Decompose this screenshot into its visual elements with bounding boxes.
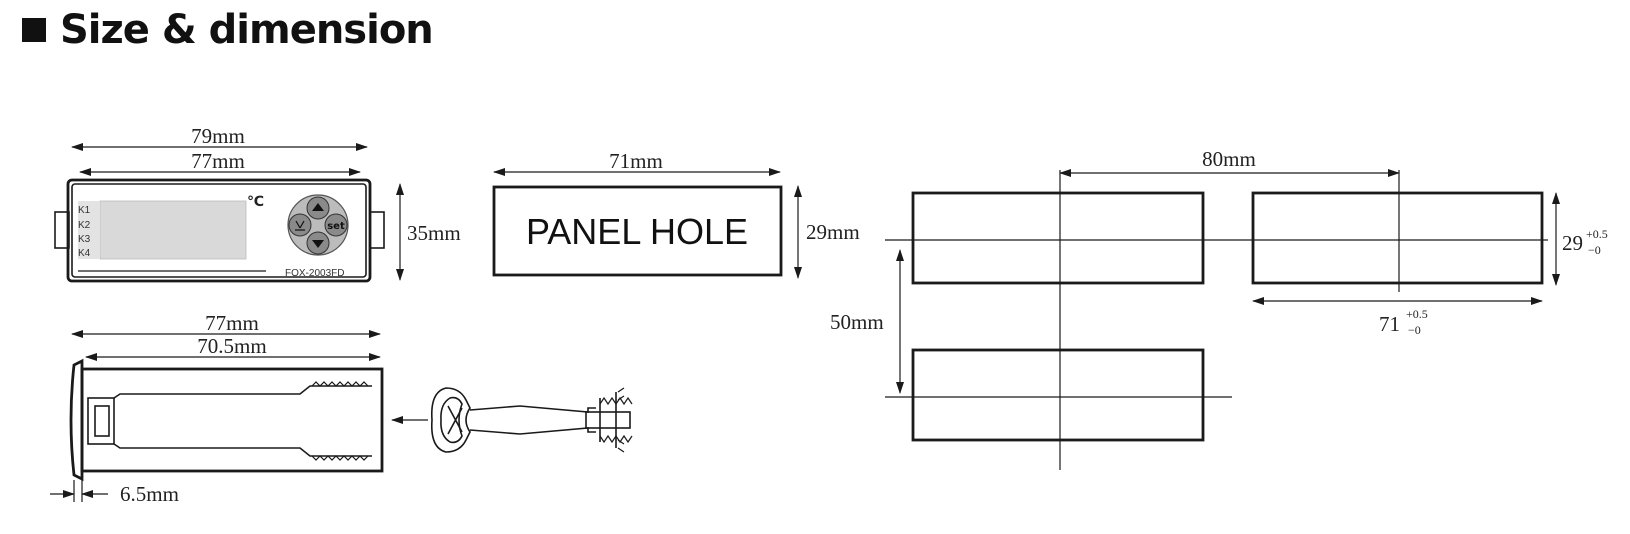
dim-label-35mm: 35mm bbox=[407, 221, 461, 245]
teeth-bottom bbox=[311, 455, 369, 461]
title-text: Size & dimension bbox=[60, 7, 434, 53]
panel-layout-view: 80mm 50mm 29 +0.5 −0 71 +0.5 −0 bbox=[830, 147, 1608, 470]
down-arrow-icon bbox=[312, 240, 324, 248]
title-bullet-square bbox=[22, 18, 46, 42]
bracket-arm-bottom bbox=[469, 427, 596, 435]
clip-slot-inner bbox=[94, 405, 110, 437]
lcd-display bbox=[99, 200, 247, 260]
layout-hole-top-right bbox=[1251, 191, 1544, 285]
dim-tol-71-minus: −0 bbox=[1408, 323, 1421, 337]
relay-indicator-panel bbox=[78, 201, 100, 259]
dim-tol-29-minus: −0 bbox=[1588, 243, 1601, 257]
bracket-arm-top bbox=[469, 405, 596, 413]
layout-hole-top-left bbox=[911, 191, 1205, 285]
dim-label-6-5mm: 6.5mm bbox=[120, 482, 179, 506]
set-button[interactable] bbox=[324, 213, 348, 237]
bracket-head-inner bbox=[440, 396, 463, 444]
bracket-teeth-bottom bbox=[599, 434, 633, 444]
dim-label-70-5mm: 70.5mm bbox=[197, 334, 266, 358]
button-cluster bbox=[287, 194, 349, 256]
bracket-head-outer bbox=[430, 387, 471, 453]
bracket-hatch bbox=[617, 387, 625, 453]
defrost-icon bbox=[295, 220, 305, 231]
dim-label-77mm-side: 77mm bbox=[205, 311, 259, 335]
dim-label-77mm-front: 77mm bbox=[191, 149, 245, 173]
side-body bbox=[80, 367, 384, 473]
layout-hole-bottom-left bbox=[911, 348, 1205, 442]
bracket-teeth-top bbox=[599, 396, 633, 406]
dim-label-29: 29 bbox=[1562, 231, 1583, 255]
rail-bottom bbox=[113, 443, 372, 457]
page-title: Size & dimension bbox=[22, 4, 434, 56]
bracket-flange bbox=[599, 392, 617, 448]
side-bezel bbox=[69, 358, 84, 482]
dim-label-71: 71 bbox=[1379, 312, 1400, 336]
rail-top bbox=[113, 385, 372, 399]
dim-tol-29-plus: +0.5 bbox=[1586, 227, 1608, 241]
dim-label-50mm: 50mm bbox=[830, 310, 884, 334]
bracket-spring bbox=[447, 405, 463, 435]
dim-tol-71-plus: +0.5 bbox=[1406, 307, 1428, 321]
teeth-top bbox=[311, 381, 369, 387]
side-view: 77mm 70.5mm 6.5mm bbox=[50, 311, 384, 506]
clip-slot-outer bbox=[87, 397, 115, 445]
celsius-symbol: ℃ bbox=[247, 194, 264, 210]
dim-label-79mm: 79mm bbox=[191, 124, 245, 148]
front-bezel bbox=[66, 178, 372, 283]
model-label: FOX-2003FD bbox=[285, 268, 344, 279]
panel-hole-rect bbox=[492, 185, 783, 277]
mounting-bracket bbox=[391, 387, 633, 453]
dim-label-71mm: 71mm bbox=[609, 149, 663, 173]
dim-label-80mm: 80mm bbox=[1202, 147, 1256, 171]
front-view: 79mm 77mm 35mm K1 K2 K3 K4 ℃ set bbox=[54, 124, 461, 283]
relay-k1: K1 bbox=[78, 205, 91, 216]
relay-k2: K2 bbox=[78, 220, 91, 231]
panel-hole-label: PANEL HOLE bbox=[526, 211, 748, 252]
relay-k4: K4 bbox=[78, 248, 91, 259]
bracket-screw-body bbox=[585, 411, 631, 429]
right-clip bbox=[369, 211, 385, 249]
front-inner-frame bbox=[71, 183, 367, 278]
relay-k3: K3 bbox=[78, 234, 91, 245]
set-button-label: set bbox=[327, 221, 345, 232]
defrost-button[interactable] bbox=[288, 213, 312, 237]
panel-hole-view: 71mm PANEL HOLE 29mm bbox=[492, 149, 860, 279]
up-arrow-icon bbox=[312, 203, 324, 211]
dim-label-29mm: 29mm bbox=[806, 220, 860, 244]
